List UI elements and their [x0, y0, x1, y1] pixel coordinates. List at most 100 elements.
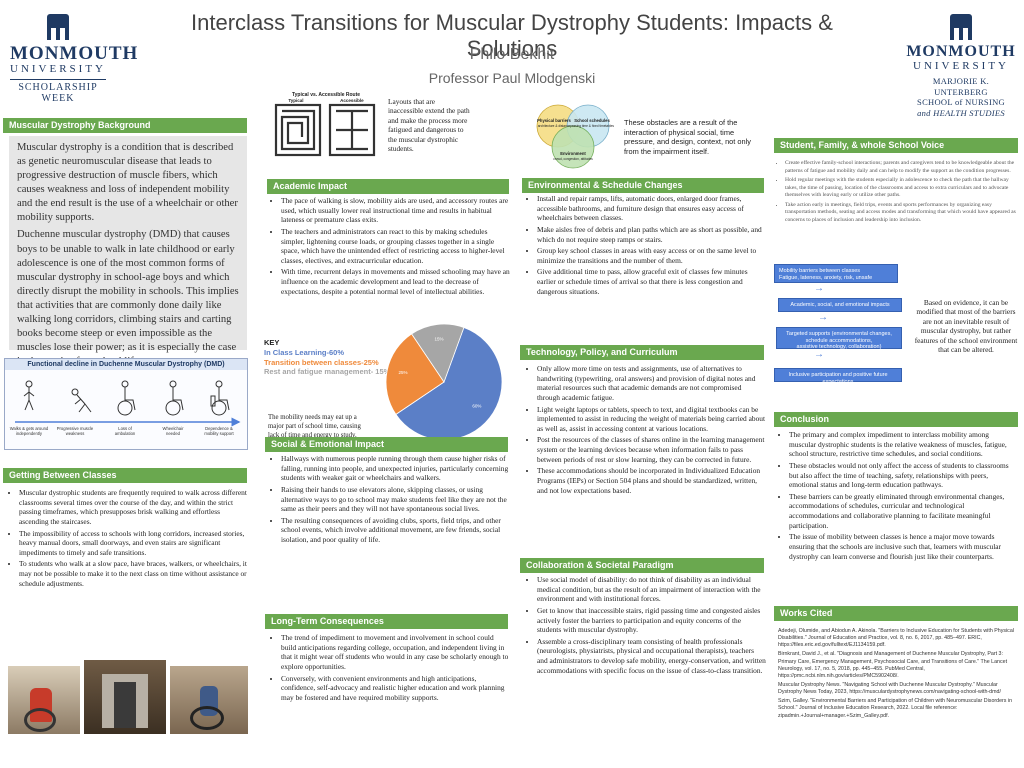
routes-figure-title: Typical vs. Accessible Route — [291, 92, 361, 98]
poster-title: Interclass Transitions for Muscular Dyst… — [191, 10, 833, 61]
list-item: The pace of walking is slow, mobility ai… — [281, 196, 510, 225]
pie-key: KEY In Class Learning-60% Transition bet… — [264, 338, 404, 377]
logo-name: MONMOUTH — [10, 43, 139, 64]
key-item-learning: In Class Learning-60% — [264, 347, 345, 357]
routes-caption: Layouts that are inaccessible extend the… — [388, 97, 470, 154]
background-paragraph-1: Muscular dystrophy is a condition that i… — [17, 142, 238, 224]
pie-label-2: 25% — [399, 370, 408, 375]
flow-box-4: Inclusive participation and positive fut… — [774, 368, 902, 385]
svg-text:needed: needed — [166, 431, 181, 436]
citation-item: Birnkrant, David J., et al. "Diagnosis a… — [778, 651, 1008, 679]
venn-label-environment: Environment — [560, 151, 586, 156]
collaboration-list: Use social model of disability: do not t… — [526, 575, 766, 677]
long-term-list: The trend of impediment to movement and … — [270, 633, 510, 704]
list-item: The trend of impediment to movement and … — [281, 633, 510, 672]
list-item: Raising their hands to use elevators alo… — [281, 485, 510, 514]
list-item: Get to know that inaccessible stairs, ri… — [537, 606, 766, 635]
professor-name: Professor Paul Mlodgenski — [428, 70, 596, 86]
list-item: Muscular dystrophic students are frequen… — [19, 488, 248, 527]
list-item: Post the resources of the classes of sha… — [537, 435, 766, 464]
key-item-transition: Transition between classes-25% — [264, 357, 379, 367]
academic-list: The pace of walking is slow, mobility ai… — [270, 196, 510, 298]
flow-box-3: Targeted supports (environmental changes… — [776, 327, 902, 350]
list-item: The resulting consequences of avoiding c… — [281, 516, 510, 545]
svg-text:Loss of: Loss of — [118, 426, 132, 431]
logo-sub: UNIVERSITY — [10, 63, 106, 75]
section-header-works-cited: Works Cited — [774, 606, 1018, 621]
list-item: These barriers can be greatly eliminated… — [789, 492, 1016, 531]
photo-school-entrance — [84, 660, 166, 734]
list-item: Take action early in meetings, field tri… — [785, 202, 1018, 225]
section-header-student-voice: Student, Family, & whole School Voice — [774, 138, 1018, 153]
flow-caption: Based on evidence, it can be modified th… — [914, 298, 1018, 355]
pie-label-1: 60% — [472, 404, 481, 409]
support-flow-diagram: Mobility barriers between classes Fatigu… — [774, 264, 908, 388]
list-item: These accommodations should be incorpora… — [537, 466, 766, 495]
flow-box-2: Academic, social, and emotional impacts — [778, 298, 902, 312]
section-header-environmental: Environmental & Schedule Changes — [522, 178, 764, 193]
section-header-technology: Technology, Policy, and Curriculum — [520, 345, 764, 360]
logo-sub: UNIVERSITY — [913, 60, 1009, 72]
dmd-figure-title: Functional decline in Duchenne Muscular … — [5, 359, 247, 370]
svg-text:weakness: weakness — [66, 431, 85, 436]
list-item: With time, recurrent delays in movements… — [281, 267, 510, 296]
monmouth-logo-left: MONMOUTH UNIVERSITY SCHOLARSHIP WEEK — [10, 14, 139, 104]
student-voice-list: Create effective family-school interacti… — [776, 160, 1018, 224]
venn-label-physical: Physical barriers — [537, 118, 571, 123]
logo-name: MONMOUTH — [906, 43, 1016, 60]
venn-label-schedule: School schedules — [574, 118, 610, 123]
technology-list: Only allow more time on tests and assign… — [526, 364, 766, 497]
svg-text:Dependence &: Dependence & — [205, 426, 233, 431]
svg-text:independently: independently — [16, 431, 43, 436]
pie-slice-2 — [385, 333, 445, 415]
list-item: The teachers and administrators can reac… — [281, 227, 510, 266]
works-cited-list: Adedeji, Olumide, and Abiodun A. Akinola… — [778, 628, 1018, 722]
photo-classroom — [170, 666, 248, 734]
logo-week: SCHOLARSHIP WEEK — [10, 79, 106, 104]
venn-caption: These obstacles are a result of the inte… — [624, 118, 751, 156]
svg-text:Wheelchair: Wheelchair — [163, 426, 185, 431]
venn-text-environment: crowd, congestion, attitudes — [553, 157, 593, 161]
time-pie-chart: 60% 25% 15% — [385, 323, 503, 441]
social-list: Hallways with numerous people running th… — [270, 454, 510, 547]
maze-illustration — [274, 103, 376, 157]
pie-caption: The mobility needs may eat up a major pa… — [268, 414, 361, 439]
citation-item: Adedeji, Olumide, and Abiodun A. Akinola… — [778, 628, 1014, 649]
citation-item: Szim, Galley. "Environmental Barriers an… — [778, 698, 1013, 719]
barriers-venn-diagram: Physical barriers architecture & distanc… — [536, 104, 614, 169]
list-item: Conversely, with convenient environments… — [281, 674, 510, 703]
svg-text:Walks & gets around: Walks & gets around — [10, 426, 49, 431]
routes-label-typical: Typical — [288, 98, 304, 103]
school-name: MARJORIE K. UNTERBERG SCHOOL of NURSING … — [917, 76, 1005, 118]
key-item-rest: Rest and fatigue management- 15% — [264, 367, 391, 377]
getting-between-list: Muscular dystrophic students are frequen… — [8, 488, 248, 590]
section-header-collaboration: Collaboration & Societal Paradigm — [520, 558, 764, 573]
list-item: Hallways with numerous people running th… — [281, 454, 510, 483]
list-item: Give additional time to pass, allow grac… — [537, 267, 766, 296]
dmd-decline-figure: Functional decline in Duchenne Muscular … — [4, 358, 248, 450]
svg-text:mobility support: mobility support — [204, 431, 234, 436]
list-item: The primary and complex impediment to in… — [789, 430, 1016, 459]
section-header-getting-between: Getting Between Classes — [3, 468, 247, 483]
svg-text:Progressive muscle: Progressive muscle — [57, 426, 94, 431]
list-item: Light weight laptops or tablets, speech … — [537, 405, 766, 434]
routes-label-accessible: Accessible — [340, 98, 364, 103]
list-item: Hold regular meetings with the students … — [785, 177, 1018, 200]
list-item: Install and repair ramps, lifts, automat… — [537, 194, 766, 223]
list-item: Create effective family-school interacti… — [785, 160, 1018, 175]
key-label: KEY — [264, 338, 280, 347]
section-header-academic: Academic Impact — [267, 179, 509, 194]
pie-slice-1 — [395, 327, 503, 441]
tower-icon — [47, 14, 69, 40]
environmental-list: Install and repair ramps, lifts, automat… — [526, 194, 766, 298]
list-item: Use social model of disability: do not t… — [537, 575, 766, 604]
section-header-background: Muscular Dystrophy Background — [3, 118, 247, 133]
author-name: Philo Bekhit — [469, 46, 555, 63]
section-header-conclusion: Conclusion — [774, 412, 1018, 427]
list-item: The impossibility of access to schools w… — [19, 529, 248, 558]
citation-item: Muscular Dystrophy News. "Navigating Sch… — [778, 681, 1001, 696]
list-item: To students who walk at a slow pace, hav… — [19, 559, 248, 588]
pie-label-3: 15% — [434, 337, 443, 342]
list-item: Only allow more time on tests and assign… — [537, 364, 766, 403]
